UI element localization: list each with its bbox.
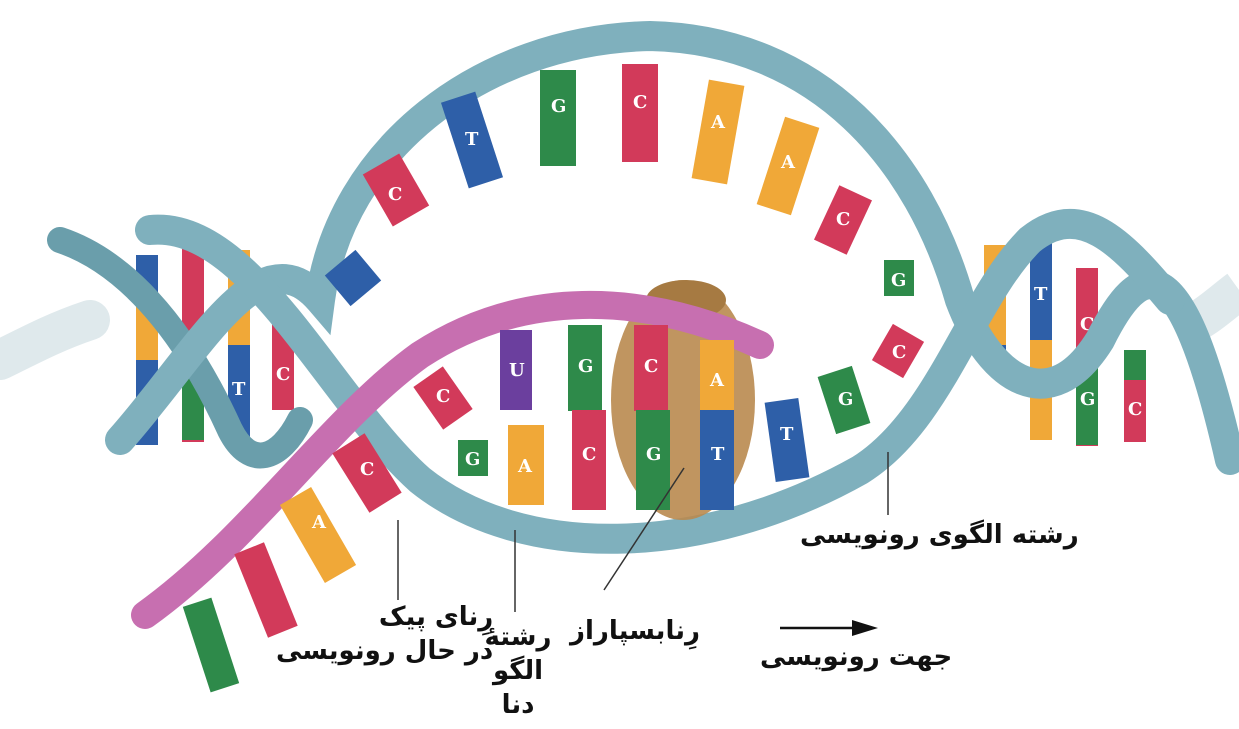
base-rna-a — [280, 487, 356, 583]
base-letter-upper-g2: G — [891, 270, 906, 291]
base-letter-upper-t: T — [465, 129, 479, 150]
base-letter-rna-a: A — [311, 512, 327, 533]
label-polymerase: رِنابسپاراز — [570, 614, 700, 648]
base-letter-rna-c1: C — [360, 459, 374, 480]
base-letter-lower-c: C — [582, 444, 596, 465]
label-direction-text: جهت رونویسی — [760, 640, 952, 674]
base-letter-lower-g3: G — [838, 389, 853, 410]
base-letter-lower-t2: T — [780, 424, 794, 445]
base-letter-rna-g: G — [578, 356, 593, 377]
base-letter-right-g: G — [1080, 389, 1095, 410]
base-letter-upper-c1: C — [388, 184, 402, 205]
base-rna-g-tail — [183, 598, 239, 693]
base-upper-g — [540, 70, 576, 166]
base-letter-left-c: C — [276, 364, 290, 385]
base-letter-right-c2: C — [1128, 399, 1142, 420]
base-letter-upper-c4: C — [892, 342, 906, 363]
label-mrna-line1: رِنای پیک — [276, 600, 493, 634]
label-dna-template-line1: رشتهٔ — [478, 620, 558, 654]
base-letter-lower-g1: G — [465, 449, 480, 470]
base-letter-upper-c3: C — [836, 209, 850, 230]
label-mrna: رِنای پیک در حال رونویسی — [276, 600, 493, 668]
label-direction: جهت رونویسی — [760, 640, 952, 674]
dna-backbone-left-fade — [0, 320, 90, 360]
base-letter-lower-t1: T — [711, 444, 725, 465]
base-letter-upper-g: G — [551, 96, 566, 117]
base-letter-upper-a2: A — [780, 152, 796, 173]
base-letter-rna-c3: C — [644, 356, 658, 377]
base-letter-right-t1: T — [1034, 284, 1048, 305]
base-letter-rna-a2: A — [709, 370, 725, 391]
base-letter-left-t: T — [232, 379, 246, 400]
base-upper-c2 — [622, 64, 658, 162]
direction-arrow — [780, 620, 878, 636]
label-template-strand: رشته الگوی رونویسی — [800, 518, 1079, 552]
label-dna-template-line3: دنا — [478, 688, 558, 722]
label-dna-template: رشتهٔ الگو دنا — [478, 620, 558, 722]
base-letter-upper-a1: A — [710, 112, 726, 133]
base-pair-right-4b — [1124, 350, 1146, 380]
label-dna-template-line2: الگو — [478, 654, 558, 688]
base-letter-lower-a: A — [517, 456, 533, 477]
base-letter-rna-u: U — [509, 360, 525, 381]
base-letter-rna-c2: C — [436, 386, 450, 407]
base-letter-upper-c2: C — [633, 92, 647, 113]
base-letter-lower-g2: G — [646, 444, 661, 465]
label-template-strand-text: رشته الگوی رونویسی — [800, 518, 1079, 552]
label-mrna-line2: در حال رونویسی — [276, 634, 493, 668]
label-polymerase-text: رِنابسپاراز — [570, 614, 700, 648]
